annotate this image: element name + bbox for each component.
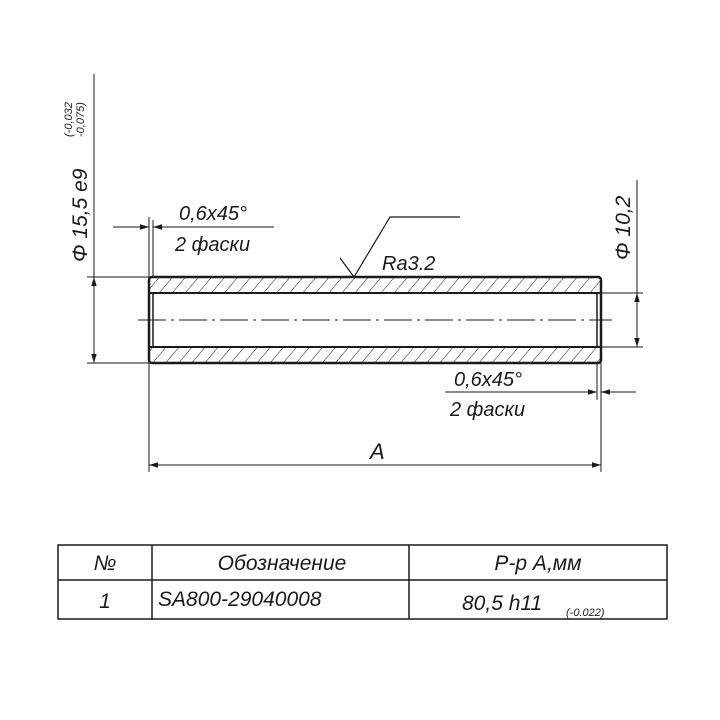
chamfer-left-size: 0,6x45° — [179, 203, 247, 225]
sleeve-section — [138, 275, 612, 365]
length-dimension: A — [148, 363, 601, 472]
table-cell-designation: SA800-29040008 — [158, 588, 322, 611]
outer-tolerance-lower: -0,075) — [75, 102, 87, 137]
table-header-size: Р-р А,мм — [494, 552, 581, 575]
outer-diameter-dimension: Φ 15,5 e9 (-0,032 -0,075) — [63, 74, 149, 364]
table-cell-size-main: 80,5 h11 — [462, 592, 542, 615]
table-cell-num: 1 — [99, 590, 111, 613]
chamfer-right-count: 2 фаски — [449, 399, 525, 421]
table-header-designation: Обозначение — [218, 552, 347, 575]
table-header-num: № — [94, 552, 117, 575]
table-cell-size-tol: (-0.022) — [566, 607, 605, 619]
chamfer-left-count: 2 фаски — [174, 234, 250, 256]
chamfer-left-callout: 0,6x45° 2 фаски — [113, 203, 274, 277]
bottom-wall-hatch — [149, 347, 601, 362]
outer-diameter-label: Φ 15,5 e9 — [69, 168, 92, 262]
inner-diameter-label: Φ 10,2 — [612, 195, 635, 260]
roughness-symbol: Ra3.2 — [339, 216, 460, 279]
chamfer-right-callout: 0,6x45° 2 фаски — [445, 363, 636, 472]
outer-tolerance-upper: (-0,032 — [63, 102, 75, 137]
top-wall-hatch — [149, 278, 601, 293]
chamfer-right-size: 0,6x45° — [454, 369, 522, 391]
length-label: A — [368, 439, 385, 464]
spec-table: № Обозначение Р-р А,мм 1 SA800-29040008 … — [57, 544, 668, 620]
roughness-value: Ra3.2 — [382, 253, 435, 275]
inner-diameter-dimension: Φ 10,2 — [601, 180, 643, 348]
